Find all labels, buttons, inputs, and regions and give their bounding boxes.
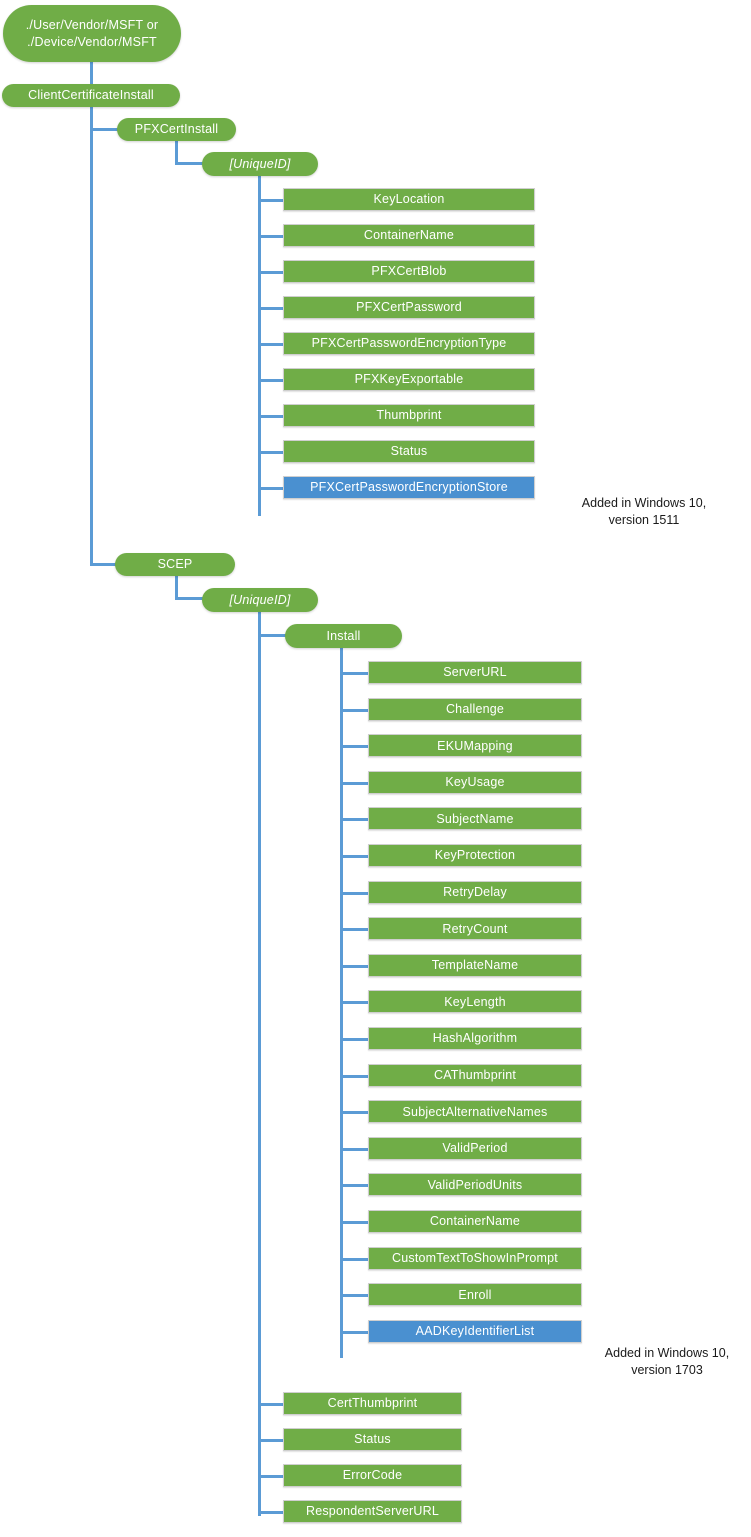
connector-elbow bbox=[340, 1184, 368, 1188]
node-respondentserverurl[interactable]: RespondentServerURL bbox=[283, 1500, 462, 1523]
node-ekumapping[interactable]: EKUMapping bbox=[368, 734, 582, 758]
connector-elbow bbox=[258, 1439, 283, 1442]
connector-elbow bbox=[340, 1221, 368, 1224]
node-aadkeyidentifierlist[interactable]: AADKeyIdentifierList bbox=[368, 1319, 582, 1343]
node-keylength[interactable]: KeyLength bbox=[368, 990, 582, 1014]
node-pfxkeyexportable[interactable]: PFXKeyExportable bbox=[283, 368, 535, 391]
node-pfxcertinstall[interactable]: PFXCertInstall bbox=[117, 118, 236, 141]
node-pfxcertpasswordencryptiontype[interactable]: PFXCertPasswordEncryptionType bbox=[283, 332, 535, 355]
node-root[interactable]: ./User/Vendor/MSFT or ./Device/Vendor/MS… bbox=[3, 5, 181, 62]
connector-elbow bbox=[258, 487, 283, 490]
connector-elbow bbox=[340, 708, 368, 712]
node-keyusage[interactable]: KeyUsage bbox=[368, 770, 582, 794]
connector-elbow bbox=[340, 855, 368, 858]
node-templatename[interactable]: TemplateName bbox=[368, 953, 582, 977]
connector-elbow bbox=[340, 745, 368, 749]
connector-pfx-to-uniqueid bbox=[175, 162, 205, 165]
connector-scep-down bbox=[175, 576, 178, 599]
connector-elbow bbox=[258, 235, 283, 238]
node-keyprotection[interactable]: KeyProtection bbox=[368, 844, 582, 867]
node-clientcertificateinstall[interactable]: ClientCertificateInstall bbox=[2, 84, 180, 107]
node-status[interactable]: Status bbox=[283, 440, 535, 463]
node-pfx-uniqueid[interactable]: [UniqueID] bbox=[202, 152, 318, 176]
connector-elbow bbox=[340, 818, 368, 822]
connector-elbow bbox=[258, 379, 283, 382]
node-retrycount[interactable]: RetryCount bbox=[368, 917, 582, 941]
connector-elbow bbox=[258, 1403, 283, 1406]
node-status[interactable]: Status bbox=[283, 1428, 462, 1451]
node-pfxcertpasswordencryptionstore[interactable]: PFXCertPasswordEncryptionStore bbox=[283, 476, 535, 499]
node-subjectname[interactable]: SubjectName bbox=[368, 807, 582, 831]
node-enroll[interactable]: Enroll bbox=[368, 1283, 582, 1307]
node-validperiod[interactable]: ValidPeriod bbox=[368, 1136, 582, 1160]
node-pfxcertblob[interactable]: PFXCertBlob bbox=[283, 260, 535, 283]
connector-elbow bbox=[340, 672, 368, 675]
connector-elbow bbox=[340, 781, 368, 785]
connector-elbow bbox=[340, 1147, 368, 1151]
node-customtexttoshowinprompt[interactable]: CustomTextToShowInPrompt bbox=[368, 1246, 582, 1270]
node-install[interactable]: Install bbox=[285, 624, 402, 648]
node-certthumbprint[interactable]: CertThumbprint bbox=[283, 1392, 462, 1415]
node-serverurl[interactable]: ServerURL bbox=[368, 661, 582, 684]
connector-elbow bbox=[258, 415, 283, 418]
connector-elbow bbox=[340, 1001, 368, 1005]
connector-elbow bbox=[340, 1257, 368, 1261]
connector-pfx-uniqueid-spine bbox=[258, 176, 261, 516]
node-cathumbprint[interactable]: CAThumbprint bbox=[368, 1063, 582, 1087]
node-scep[interactable]: SCEP bbox=[115, 553, 235, 576]
connector-elbow bbox=[340, 964, 368, 968]
connector-uniqueid-to-install bbox=[258, 634, 288, 637]
connector-pfx-down bbox=[175, 141, 178, 164]
node-hashalgorithm[interactable]: HashAlgorithm bbox=[368, 1027, 582, 1050]
connector-to-scep bbox=[90, 563, 118, 566]
node-pfxcertpassword[interactable]: PFXCertPassword bbox=[283, 296, 535, 319]
node-challenge[interactable]: Challenge bbox=[368, 697, 582, 721]
connector-elbow bbox=[258, 343, 283, 346]
connector-scep-to-uniqueid bbox=[175, 597, 205, 600]
connector-elbow bbox=[340, 928, 368, 932]
node-subjectalternativenames[interactable]: SubjectAlternativeNames bbox=[368, 1100, 582, 1124]
node-thumbprint[interactable]: Thumbprint bbox=[283, 404, 535, 427]
connector-to-pfxcertinstall bbox=[90, 128, 120, 131]
node-scep-uniqueid[interactable]: [UniqueID] bbox=[202, 588, 318, 612]
connector-elbow bbox=[258, 451, 283, 454]
connector-elbow bbox=[258, 1511, 283, 1514]
node-containername[interactable]: ContainerName bbox=[283, 224, 535, 247]
annotation-pfx-added-version: Added in Windows 10, version 1511 bbox=[581, 496, 707, 527]
node-keylocation[interactable]: KeyLocation bbox=[283, 188, 535, 211]
node-retrydelay[interactable]: RetryDelay bbox=[368, 880, 582, 904]
node-errorcode[interactable]: ErrorCode bbox=[283, 1464, 462, 1487]
connector-elbow bbox=[258, 271, 283, 274]
connector-elbow bbox=[340, 1074, 368, 1078]
connector-root-spine bbox=[90, 62, 93, 566]
connector-elbow bbox=[340, 1294, 368, 1298]
connector-elbow bbox=[258, 1475, 283, 1478]
node-containername[interactable]: ContainerName bbox=[368, 1210, 582, 1233]
connector-elbow bbox=[340, 1111, 368, 1115]
connector-elbow bbox=[258, 307, 283, 310]
connector-elbow bbox=[258, 199, 283, 202]
node-validperiodunits[interactable]: ValidPeriodUnits bbox=[368, 1173, 582, 1197]
connector-scep-uniqueid-spine bbox=[258, 611, 261, 1516]
connector-elbow bbox=[340, 1038, 368, 1041]
annotation-scep-added-version: Added in Windows 10, version 1703 bbox=[604, 1346, 730, 1377]
connector-elbow bbox=[340, 891, 368, 895]
connector-elbow bbox=[340, 1330, 368, 1334]
